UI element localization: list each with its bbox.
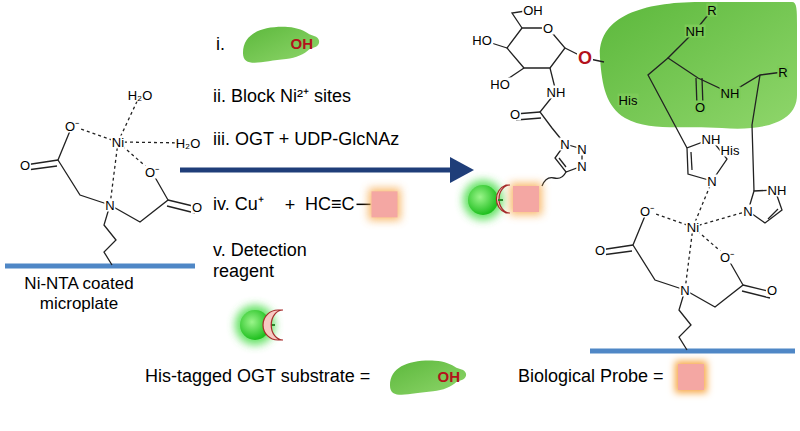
atom-label: NH xyxy=(685,25,706,38)
atom-label: NH xyxy=(546,86,567,99)
atom-label: Ni xyxy=(686,221,700,234)
atom-label: O xyxy=(509,108,521,121)
alkyne-probe xyxy=(357,188,401,220)
substrate-blob: OH xyxy=(238,22,321,64)
atom-label: NH xyxy=(701,133,722,146)
atom-label: O xyxy=(594,244,606,257)
detection-complex xyxy=(463,180,542,220)
atom-label: N xyxy=(679,284,690,297)
atom-label: HO xyxy=(489,78,511,91)
atom-label: O xyxy=(19,159,31,172)
atom-label: H₂O xyxy=(127,89,154,102)
reaction-arrow xyxy=(180,168,452,173)
atom-label: O⁻ xyxy=(719,251,735,264)
alkyne-formula: HC≡C xyxy=(305,194,355,215)
step-text: iii. OGT + UDP-GlcNAz xyxy=(213,129,399,150)
step-text: iv. Cu⁺ xyxy=(213,194,264,215)
atom-label: O xyxy=(542,22,554,35)
atom-label: Ni xyxy=(111,136,125,149)
atom-label: O⁻ xyxy=(64,120,80,133)
atom-label: H₂O xyxy=(175,137,202,150)
atom-label: R xyxy=(706,4,717,17)
plus-sign: + xyxy=(285,195,296,216)
step-number: i. xyxy=(216,34,225,55)
residue-label: His xyxy=(618,94,639,107)
atom-label: N xyxy=(559,138,570,151)
microplate-surface xyxy=(590,349,795,354)
atom-label: O⁻ xyxy=(144,166,160,179)
legend-text: His-tagged OGT substrate = xyxy=(145,367,370,387)
atom-label: O⁻ xyxy=(639,205,655,218)
legend-swatch xyxy=(678,364,704,390)
hydroxyl-label: OH xyxy=(438,369,469,384)
ni-nta-structure xyxy=(25,126,197,265)
histidine-structure xyxy=(648,10,783,227)
hydroxyl-label: OH xyxy=(291,36,322,51)
glcnaz-structure xyxy=(482,10,604,186)
legend-substrate-blob: OH xyxy=(385,356,468,396)
atom-label: HO xyxy=(471,34,493,47)
atom-label: R xyxy=(777,66,788,79)
substrate-blob xyxy=(600,2,797,129)
atom-label: O xyxy=(694,101,706,114)
atom-label: N xyxy=(576,143,587,156)
atom-label: N xyxy=(104,199,115,212)
detection-reagent-icon xyxy=(235,305,283,345)
ni-nta-structure xyxy=(600,211,772,350)
atom-label: NH xyxy=(767,184,788,197)
step-text: v. Detection reagent xyxy=(213,240,331,281)
step-text: ii. Block Ni²⁺ sites xyxy=(213,86,351,107)
atom-label: O xyxy=(191,201,203,214)
residue-label: His xyxy=(720,144,741,157)
atom-label: O xyxy=(766,284,778,297)
microplate-surface xyxy=(5,264,195,269)
arrow-head xyxy=(450,157,474,183)
atom-label: N xyxy=(576,160,587,173)
atom-label: N xyxy=(706,175,717,188)
atom-label: N xyxy=(742,205,753,218)
legend-text: Biological Probe = xyxy=(518,367,664,387)
atom-label: OH xyxy=(522,4,544,17)
plate-caption: Ni-NTA coated microplate xyxy=(8,274,150,313)
glycosidic-oxygen: O xyxy=(577,49,593,67)
atom-label: NH xyxy=(720,87,741,100)
